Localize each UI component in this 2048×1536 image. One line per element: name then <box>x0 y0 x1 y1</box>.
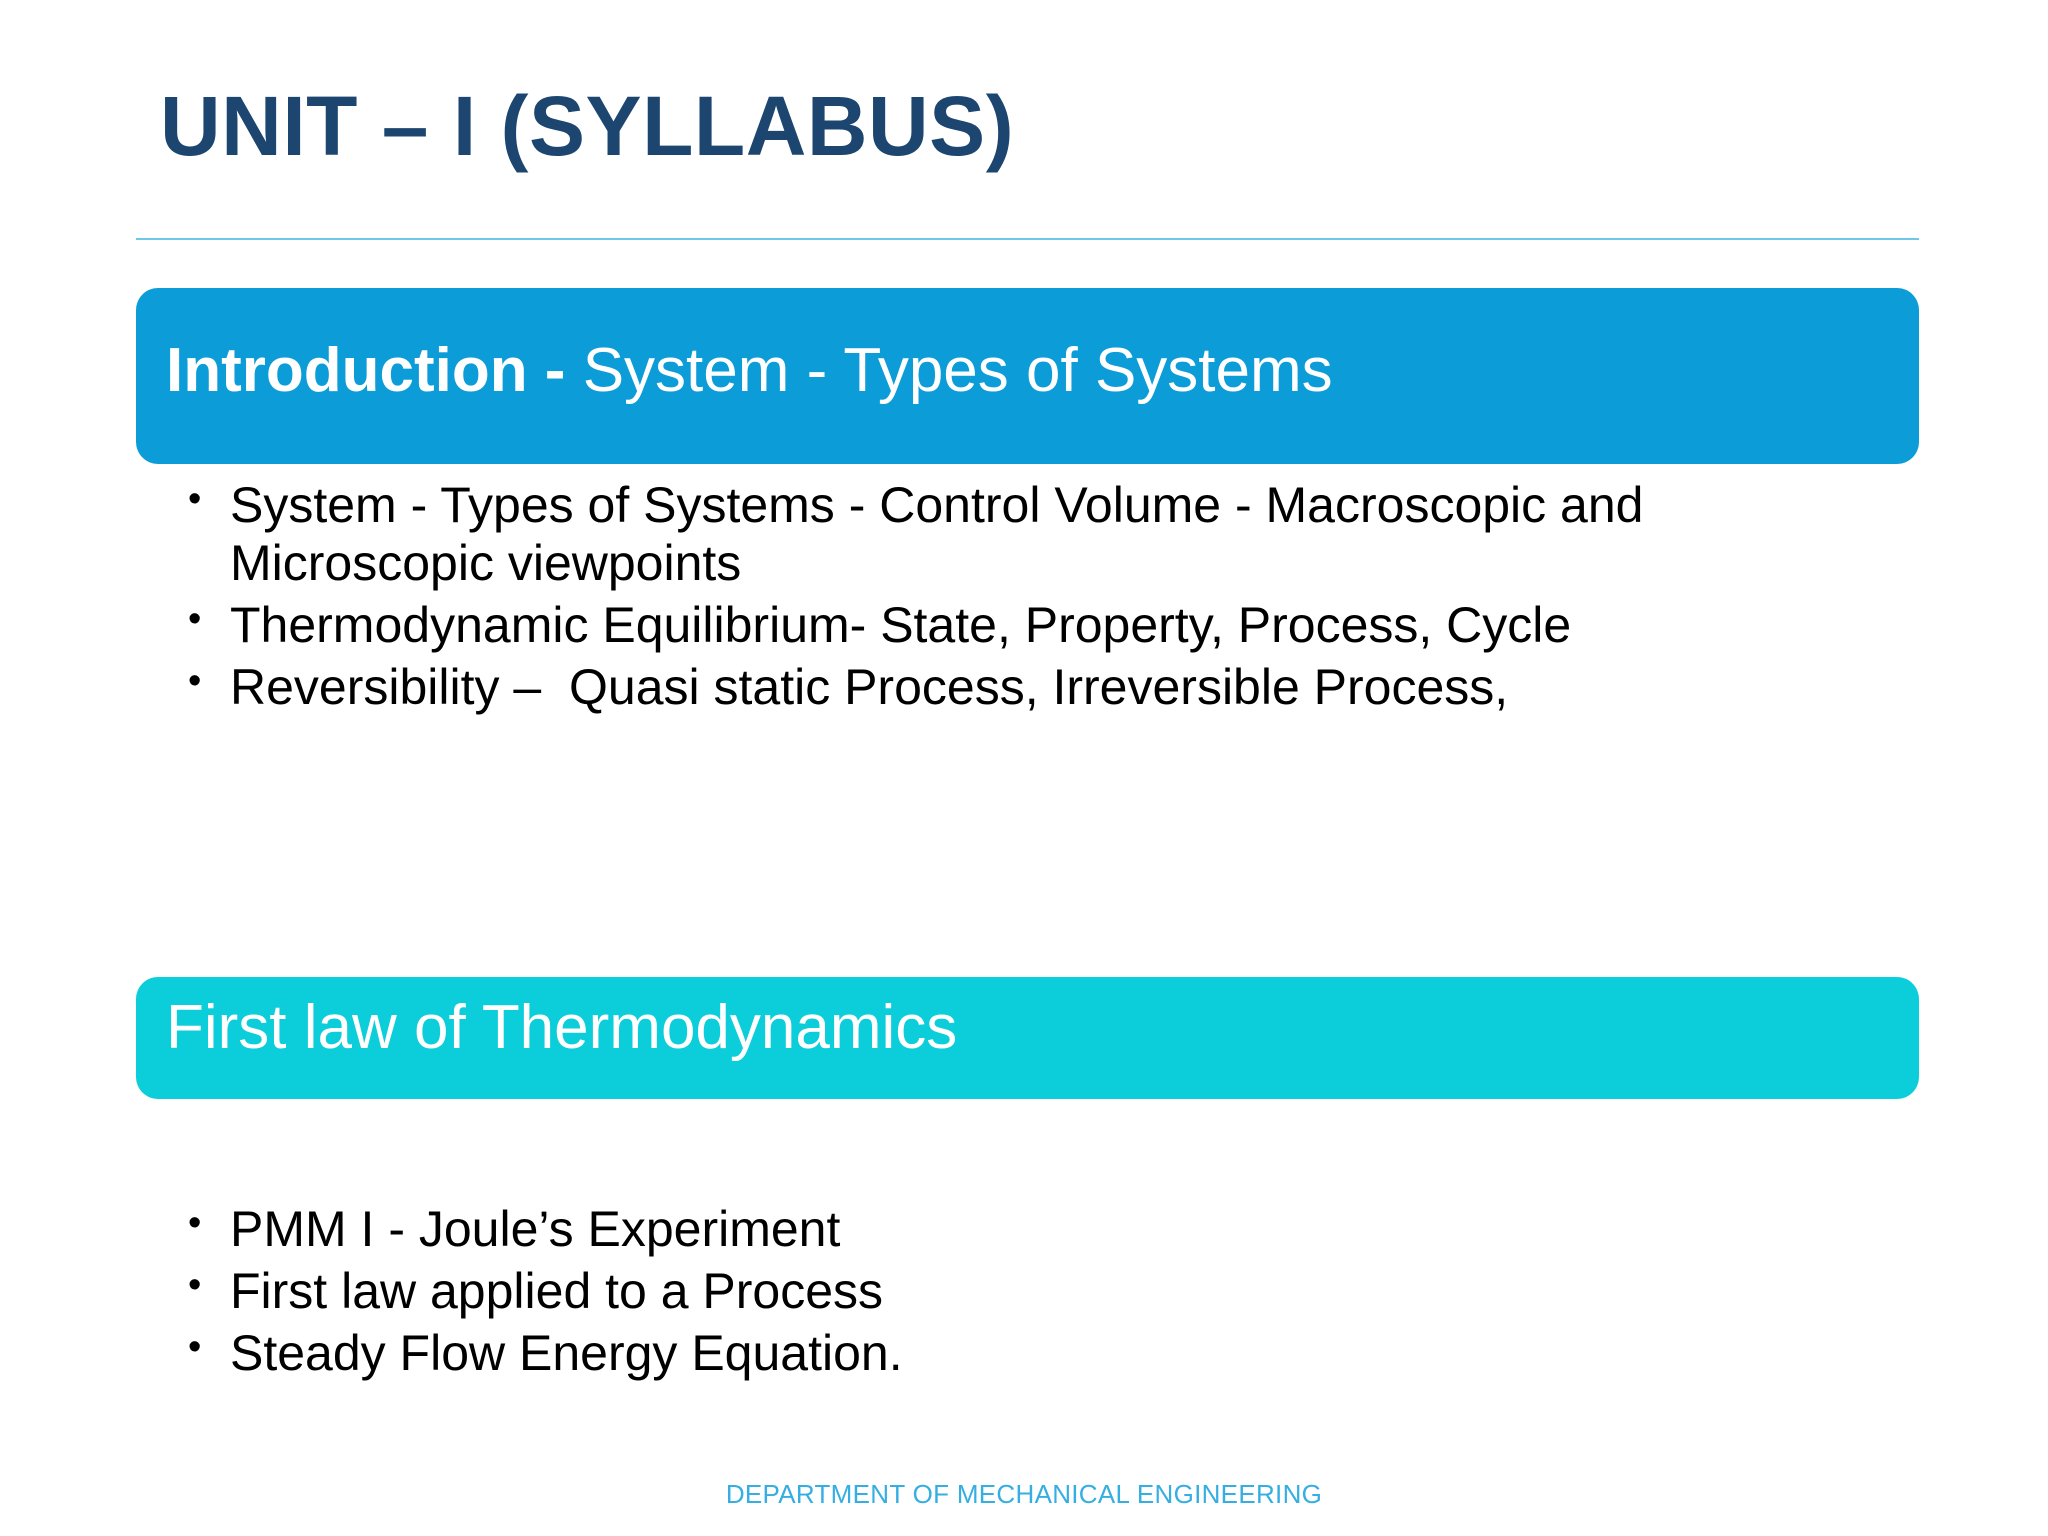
bullet-list-introduction: System - Types of Systems - Control Volu… <box>176 474 1916 720</box>
list-item: First law applied to a Process <box>176 1260 1916 1320</box>
section-banner-label-rest: First law of Thermodynamics <box>166 993 958 1062</box>
section-banner-text: Introduction - System - Types of Systems <box>166 334 1895 407</box>
list-item: Thermodynamic Equilibrium- State, Proper… <box>176 594 1916 654</box>
bullet-list-first-law: PMM I - Joule’s Experiment First law app… <box>176 1198 1916 1386</box>
section-banner-introduction: Introduction - System - Types of Systems <box>136 288 1919 464</box>
section-banner-first-law: First law of Thermodynamics <box>136 977 1919 1099</box>
section-banner-label-rest: System - Types of Systems <box>582 336 1333 405</box>
page-title: UNIT – I (SYLLABUS) <box>160 79 1015 173</box>
list-item: System - Types of Systems - Control Volu… <box>176 474 1916 592</box>
title-divider <box>136 238 1919 240</box>
slide-footer: DEPARTMENT OF MECHANICAL ENGINEERING <box>725 1479 1323 1509</box>
list-item: Steady Flow Energy Equation. <box>176 1322 1916 1382</box>
list-item: Reversibility – Quasi static Process, Ir… <box>176 656 1916 716</box>
section-banner-text: First law of Thermodynamics <box>166 991 1895 1064</box>
list-item: PMM I - Joule’s Experiment <box>176 1198 1916 1258</box>
section-banner-label-bold: Introduction - <box>166 336 583 405</box>
